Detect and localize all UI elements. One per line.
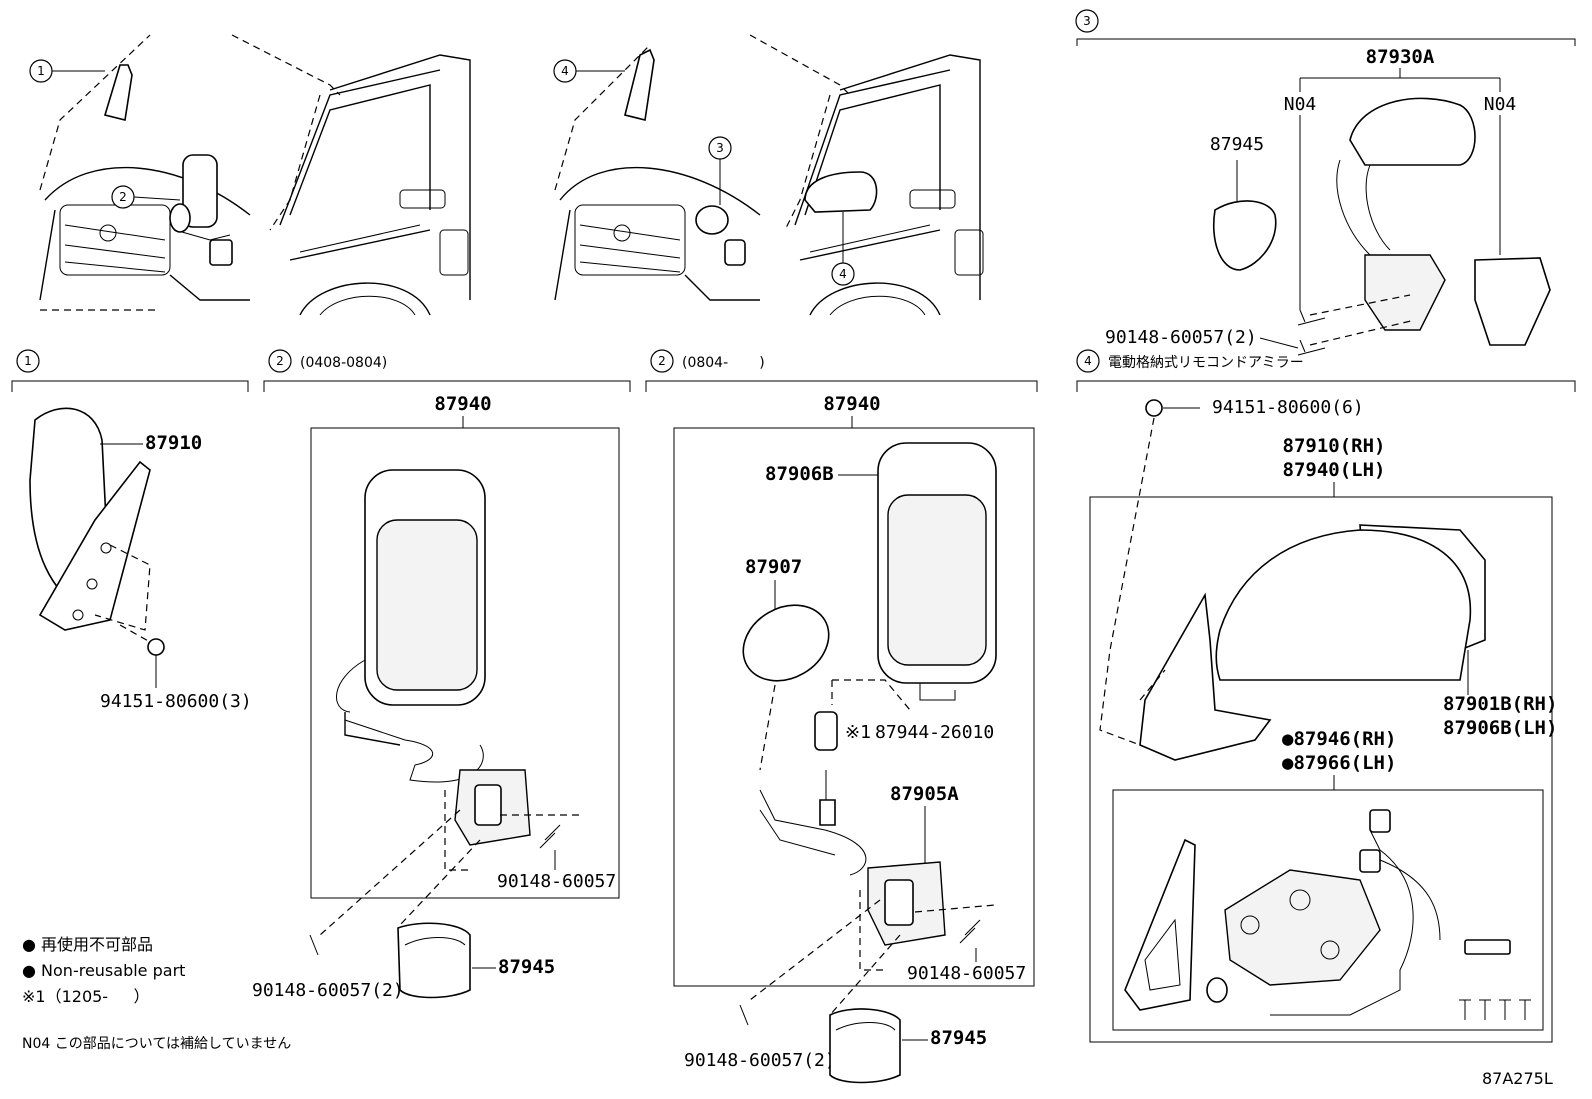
section-3: 3 87930A N04 N04 87945 90148-60057(2): [1075, 9, 1576, 356]
svg-text:●87946(RH): ●87946(RH): [1282, 728, 1396, 750]
section-1: 1 87910 94151-80600(3): [11, 349, 252, 712]
callout-3-overview: 3: [708, 136, 732, 205]
section-2b: 2 (0804- ) 87940 87906B 87907 ※1 87944-2…: [645, 349, 1038, 1084]
svg-text:87940(LH): 87940(LH): [1283, 459, 1386, 481]
legend: ● 再使用不可部品 ● Non-reusable part ※1（1205- ）…: [22, 935, 291, 1052]
svg-text:90148-60057(2): 90148-60057(2): [252, 980, 404, 1001]
svg-text:87945: 87945: [498, 956, 555, 978]
svg-text:(0408-0804): (0408-0804): [300, 355, 387, 371]
svg-text:87901B(RH): 87901B(RH): [1443, 693, 1557, 715]
svg-text:87940: 87940: [434, 393, 491, 415]
svg-text:1: 1: [37, 64, 45, 78]
svg-text:2: 2: [658, 354, 666, 368]
svg-text:4: 4: [561, 64, 569, 78]
svg-text:90148-60057(2): 90148-60057(2): [1105, 327, 1257, 348]
figure-code: 87A275L: [1482, 1069, 1553, 1088]
svg-text:87905A: 87905A: [890, 783, 959, 805]
van-overview-left: [39, 34, 471, 316]
section-2a: 2 (0408-0804) 87940 90148-60057 90148-60…: [252, 349, 631, 1001]
svg-text:3: 3: [716, 141, 724, 155]
section-4: 4 電動格納式リモコンドアミラー 94151-80600(6) 87910(RH…: [1076, 349, 1576, 1043]
svg-text:● 再使用不可部品: ● 再使用不可部品: [22, 935, 153, 954]
callout-1-overview: 1: [29, 59, 105, 83]
callout-2-overview: 2: [111, 185, 181, 209]
callout-4-overview-top: 4: [553, 59, 625, 83]
svg-text:87910(RH): 87910(RH): [1283, 435, 1386, 457]
svg-text:87930A: 87930A: [1366, 46, 1435, 68]
svg-text:87906B(LH): 87906B(LH): [1443, 717, 1557, 739]
svg-text:4: 4: [839, 267, 847, 281]
svg-text:87940: 87940: [823, 393, 880, 415]
svg-text:94151-80600(6): 94151-80600(6): [1212, 397, 1364, 418]
svg-text:※1（1205- ）: ※1（1205- ）: [22, 987, 150, 1006]
callout-4-overview-bottom: 4: [831, 212, 855, 286]
screw-set: [1459, 999, 1531, 1020]
svg-text:94151-80600(3): 94151-80600(3): [100, 691, 252, 712]
svg-text:3: 3: [1083, 14, 1091, 28]
svg-text:1: 1: [24, 354, 32, 368]
svg-text:N04: N04: [1284, 94, 1317, 115]
svg-text:(0804- ): (0804- ): [682, 355, 765, 371]
svg-text:87906B: 87906B: [765, 463, 834, 485]
svg-text:90148-60057(2): 90148-60057(2): [684, 1050, 836, 1071]
svg-text:90148-60057: 90148-60057: [497, 871, 616, 892]
svg-text:2: 2: [276, 354, 284, 368]
svg-text:4: 4: [1084, 354, 1092, 368]
svg-text:87944-26010: 87944-26010: [875, 722, 994, 743]
svg-text:2: 2: [119, 190, 127, 204]
van-overview-right: [554, 34, 984, 316]
svg-text:電動格納式リモコンドアミラー: 電動格納式リモコンドアミラー: [1108, 355, 1304, 371]
svg-text:87945: 87945: [1210, 134, 1264, 155]
svg-text:90148-60057: 90148-60057: [907, 963, 1026, 984]
svg-text:87910: 87910: [145, 432, 202, 454]
svg-text:●87966(LH): ●87966(LH): [1282, 752, 1396, 774]
svg-text:87907: 87907: [745, 556, 802, 578]
svg-text:N04: N04: [1484, 94, 1517, 115]
svg-text:※1: ※1: [845, 722, 871, 743]
svg-text:87945: 87945: [930, 1027, 987, 1049]
svg-text:● Non-reusable part: ● Non-reusable part: [22, 961, 185, 980]
svg-text:N04 この部品については補給していません: N04 この部品については補給していません: [22, 1036, 291, 1052]
